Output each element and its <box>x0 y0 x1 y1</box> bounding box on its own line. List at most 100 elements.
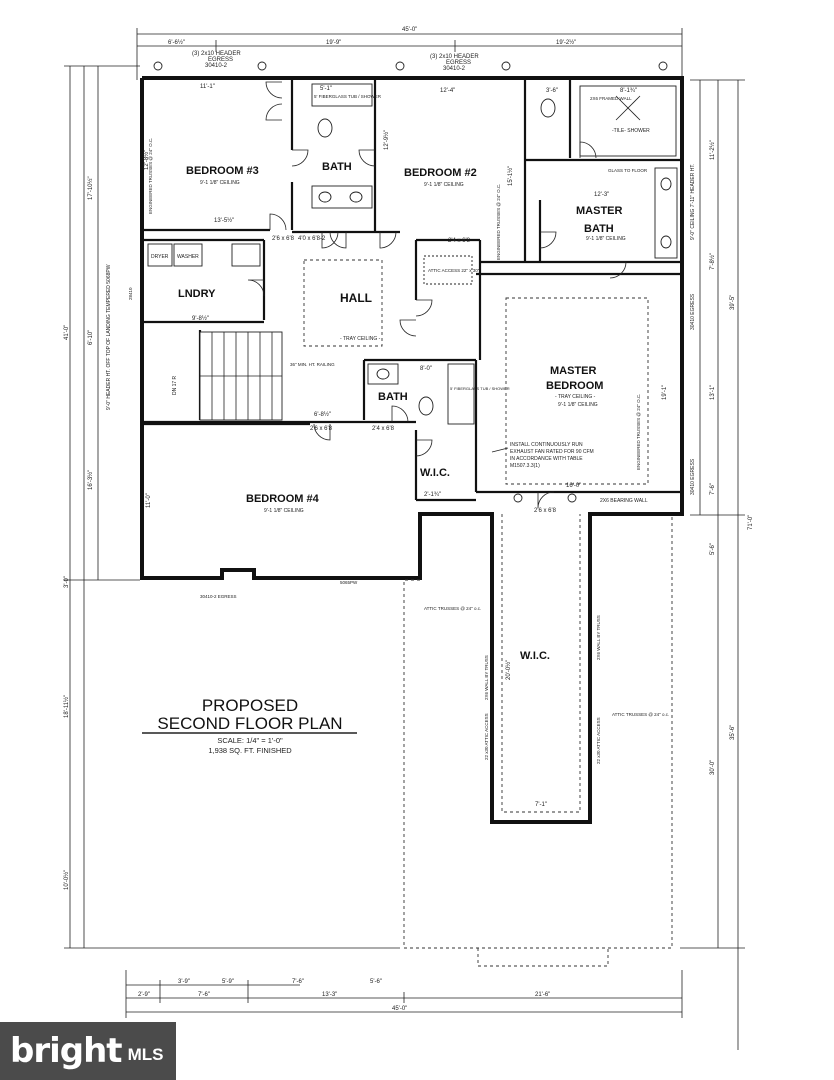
dim-right-c: 39'-5" <box>730 295 736 310</box>
dim-mbath-w: 12'-3" <box>594 192 609 198</box>
staircase <box>199 331 283 421</box>
dim-left-b: 41'-0" <box>64 325 70 340</box>
header-note-3b: 30410-2 <box>443 66 466 72</box>
dim-left-c: 6'-10" <box>88 330 94 345</box>
bath1-vanity <box>311 185 373 209</box>
attic-trusses-note-b: ATTIC TRUSSES @ 24" o.c. <box>612 712 669 717</box>
dim-top-overall: 45'-0" <box>402 27 417 33</box>
room-master-bedroom-line2: BEDROOM <box>546 380 603 392</box>
dim-door-f: 2'4 x 6'8 <box>448 238 471 244</box>
wall-by-truss-a: 2X6 WALL BY TRUSS <box>484 655 489 700</box>
attic-trusses-note-a: ATTIC TRUSSES @ 24" o.c. <box>424 606 481 611</box>
dim-hall-w: 6'-8½" <box>314 411 331 418</box>
window-b4: 5065PW <box>340 580 358 585</box>
room-bedroom4: BEDROOM #4 <box>246 493 320 505</box>
dim-top-c: 19'-2½" <box>556 39 576 46</box>
dim-door-e: 2'6 x 6'8 <box>534 508 557 514</box>
room-wic2: W.I.C. <box>520 650 550 662</box>
master-sink-b <box>660 235 672 249</box>
master-vanity <box>654 167 678 259</box>
glass-floor-label: GLASS TO FLOOR <box>608 168 648 173</box>
room-bedroom2: BEDROOM #2 <box>404 167 477 179</box>
dim-bath1-w: 5'-1" <box>320 86 332 92</box>
master-sink-a <box>660 177 672 191</box>
interior-walls <box>142 80 682 502</box>
master-toilet <box>540 98 556 118</box>
dim-b3-h: 12'-8½" <box>143 150 150 170</box>
fan-note-3: IN ACCORDANCE WITH TABLE <box>510 456 583 462</box>
dim-right-a: 11'-2½" <box>709 140 716 160</box>
section-markers <box>153 61 668 503</box>
dim-right-i: 30'-0" <box>710 760 716 775</box>
dim-shower-w: 8'-1¾" <box>620 88 637 94</box>
header-note-1b: (3) 2x10 HEADER <box>430 54 479 60</box>
eng-trusses-b2: ENGINEERED TRUSSES @ 24" O.C. <box>496 184 501 260</box>
watermark-suffix: MLS <box>127 1045 164 1064</box>
room-master-bath-line2: BATH <box>584 223 614 235</box>
wall-by-truss-b: 2X6 WALL BY TRUSS <box>596 615 601 660</box>
dim-bottom-b: 7'-6" <box>198 992 210 998</box>
laundry-sink <box>231 243 261 267</box>
dim-bottom-overall: 45'-0" <box>392 1006 407 1012</box>
dim-wic2-w: 7'-1" <box>535 802 547 808</box>
side-window-3: 30410 EGRESS <box>690 458 696 495</box>
left-dimensions: 17'-10½" 41'-0" 6'-10" 16'-3½" 18'-11½" … <box>63 65 400 949</box>
dim-b2-h2: 12'-9½" <box>383 130 390 150</box>
bath2-tub-label: 5' FIBERGLASS TUB / SHOWER <box>450 386 510 391</box>
header-note-1a: (3) 2x10 HEADER <box>192 51 241 57</box>
bright-mls-watermark: bright MLS <box>0 1022 176 1080</box>
dim-right-d: 13'-1" <box>710 385 716 400</box>
dim-bottom-g: 7'-6" <box>292 979 304 985</box>
dim-top-b: 19'-9" <box>326 40 341 46</box>
header-note-3a: 30410-2 <box>205 63 228 69</box>
room-wic1: W.I.C. <box>420 467 450 479</box>
room-lndry: LNDRY <box>178 288 216 300</box>
dim-bath2-w: 8'-0" <box>420 366 432 372</box>
dim-right-e: 7'-6" <box>710 483 716 495</box>
attic-access-box <box>423 255 473 285</box>
framed-wall-label: 2X6 FRAMED WALL <box>590 96 632 101</box>
room-bath2: BATH <box>378 391 408 403</box>
dim-bottom-e: 3'-9" <box>178 979 190 985</box>
hall-tray-ceiling <box>303 259 383 347</box>
room-master-bedroom-ceiling2: 9'-1 1/8" CEILING <box>558 402 598 408</box>
room-master-bedroom-ceiling1: - TRAY CEILING - <box>555 394 596 400</box>
attic-outline <box>403 514 673 967</box>
bottom-dimensions: 3'-9" 5'-9" 7'-6" 5'-6" 2'-9" 7'-6" 13'-… <box>125 970 683 1018</box>
room-bedroom3-ceiling: 9'-1 1/8" CEILING <box>200 180 240 186</box>
outer-walls <box>140 76 684 824</box>
room-bath1: BATH <box>322 161 352 173</box>
dim-left-g: 3'-0" <box>64 576 70 588</box>
fan-note-1: INSTALL CONTINUOUSLY RUN <box>510 442 583 448</box>
dim-right-h: 35'-6" <box>730 725 736 740</box>
dim-b3-bot: 13'-5½" <box>214 217 234 224</box>
bath2-sink <box>376 368 390 380</box>
notes: INSTALL CONTINUOUSLY RUN EXHAUST FAN RAT… <box>128 138 669 764</box>
header-off-note: 9'-0" HEADER HT. OFF TOP OF LANDING TEMP… <box>106 264 112 410</box>
dim-wic2-h: 20'-0½" <box>505 660 512 680</box>
title-block: PROPOSED SECOND FLOOR PLAN SCALE: 1/4" =… <box>142 696 357 755</box>
dryer <box>147 243 173 267</box>
room-bedroom2-ceiling: 9'-1 1/8" CEILING <box>424 182 464 188</box>
dim-door-c: 4'0 x 6'8-2 <box>298 236 326 242</box>
master-tray-ceiling <box>505 297 649 485</box>
dim-door-d: 2'6 x 6'8 <box>310 426 333 432</box>
side-window-2: 30410 EGRESS <box>690 293 696 330</box>
dim-mb-h: 19'-1" <box>662 385 668 400</box>
interior-dimensions: 11'-1" 13'-5½" 12'-8½" 12'-4" 15'-1½" 12… <box>143 84 668 808</box>
dim-left-a: 17'-10½" <box>87 176 94 200</box>
plan-title-line2: SECOND FLOOR PLAN <box>157 714 342 733</box>
room-bedroom3: BEDROOM #3 <box>186 165 259 177</box>
egress-b4: 30410-2 EGRESS <box>200 594 237 599</box>
room-master-bedroom-line1: MASTER <box>550 365 597 377</box>
attic-access-label: ATTIC ACCESS 22" x 30" <box>428 268 480 273</box>
room-master-bath-ceiling: 9'-1 1/8" CEILING <box>586 236 626 242</box>
dim-b4-h: 11'-0" <box>146 493 152 508</box>
bath1-tub <box>311 83 373 107</box>
dim-b3-w: 11'-1" <box>200 84 215 90</box>
dim-door-a: 2'6 x 6'8 <box>272 236 295 242</box>
bath1-sink-a <box>318 191 332 203</box>
washer <box>173 243 203 267</box>
bath1-tub-label: 5' FIBERGLASS TUB / SHOWER <box>314 94 382 99</box>
